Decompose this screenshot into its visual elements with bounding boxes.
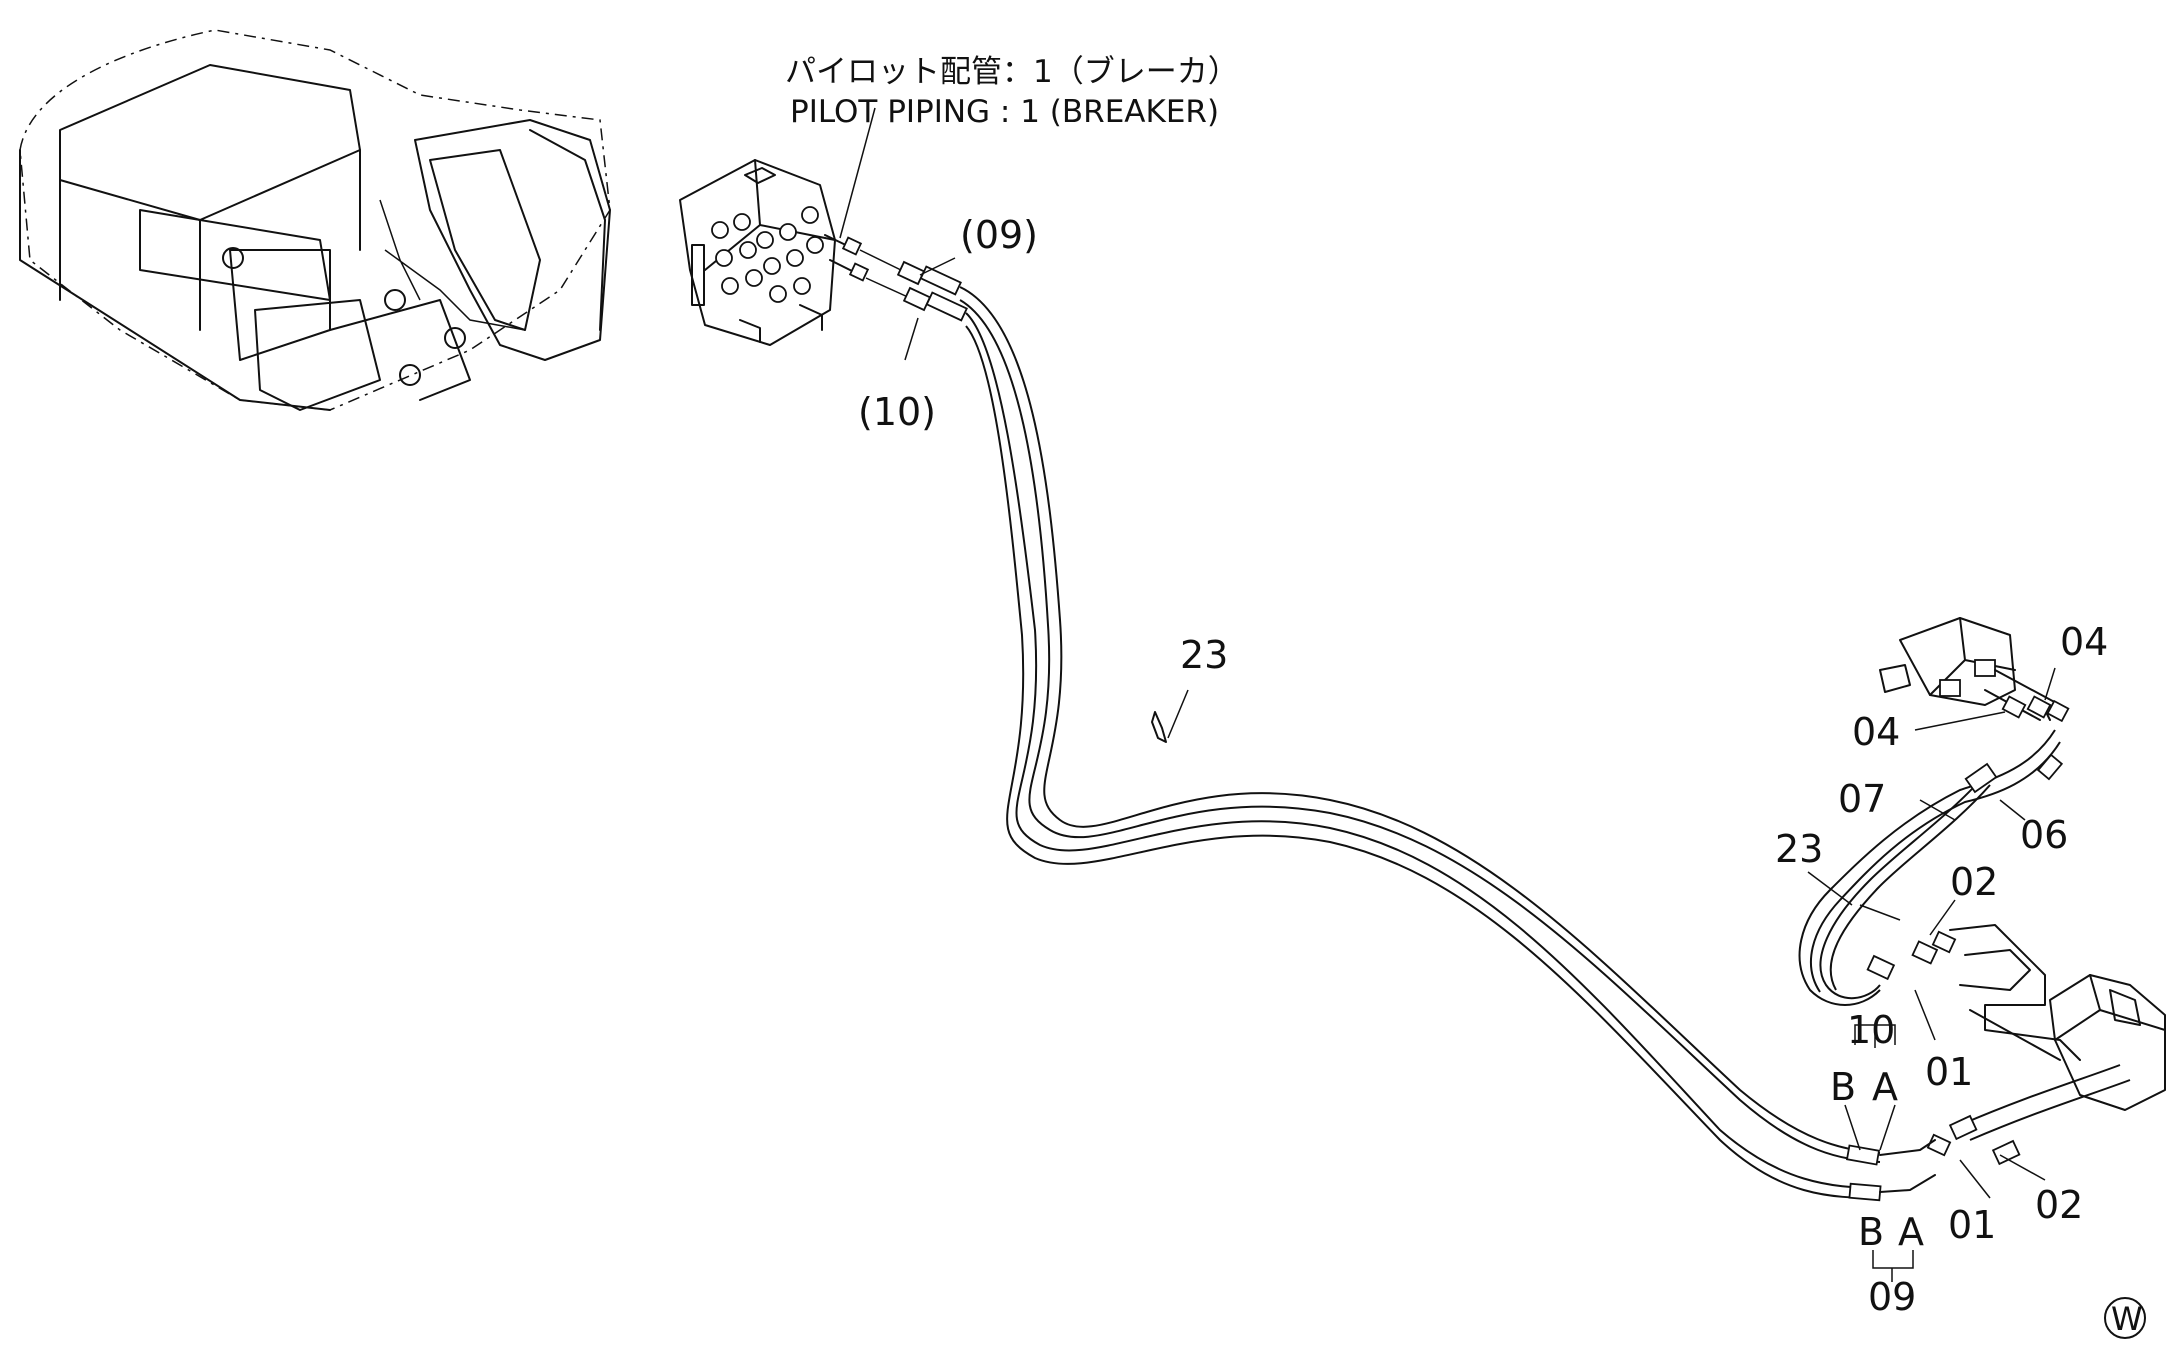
label-02-b: 02: [2035, 1183, 2083, 1227]
w-mark: W: [2104, 1297, 2146, 1339]
label-b-bot: B: [1858, 1210, 1884, 1254]
label-04-a: 04: [2060, 620, 2108, 664]
label-07: 07: [1838, 777, 1886, 821]
label-23-mid: 23: [1180, 633, 1228, 677]
title-en: PILOT PIPING : 1 (BREAKER): [790, 94, 1219, 130]
w-mark-letter: W: [2111, 1300, 2143, 1338]
label-02-a: 02: [1950, 860, 1998, 904]
clamp-23: [1151, 689, 1189, 743]
label-23-right: 23: [1775, 827, 1823, 871]
label-01-a: 01: [1925, 1050, 1973, 1094]
label-a-bot: A: [1898, 1210, 1924, 1254]
label-09-top: (09): [960, 213, 1038, 257]
hoses-06-07: [1798, 729, 2064, 1006]
label-10-top: (10): [858, 390, 936, 434]
control-valve: [679, 159, 836, 346]
label-04-b: 04: [1852, 710, 1900, 754]
excavator-outline: [19, 29, 611, 411]
title-jp: パイロット配管：1（ブレーカ）: [785, 54, 1239, 90]
label-a-top: A: [1872, 1065, 1898, 1109]
label-09-group: 09: [1868, 1275, 1916, 1319]
lower-fittings: [1845, 924, 2166, 1202]
label-06: 06: [2020, 813, 2068, 857]
valve-fittings: [824, 234, 968, 322]
labels: パイロット配管：1（ブレーカ） PILOT PIPING : 1 (BREAKE…: [785, 54, 2108, 1319]
leader-lines: [839, 107, 2056, 1282]
breaker-valve: [1879, 617, 2070, 723]
main-hoses: [959, 286, 1881, 1199]
label-b-top: B: [1830, 1065, 1856, 1109]
label-10-group: 10: [1847, 1008, 1895, 1052]
label-01-b: 01: [1948, 1203, 1996, 1247]
